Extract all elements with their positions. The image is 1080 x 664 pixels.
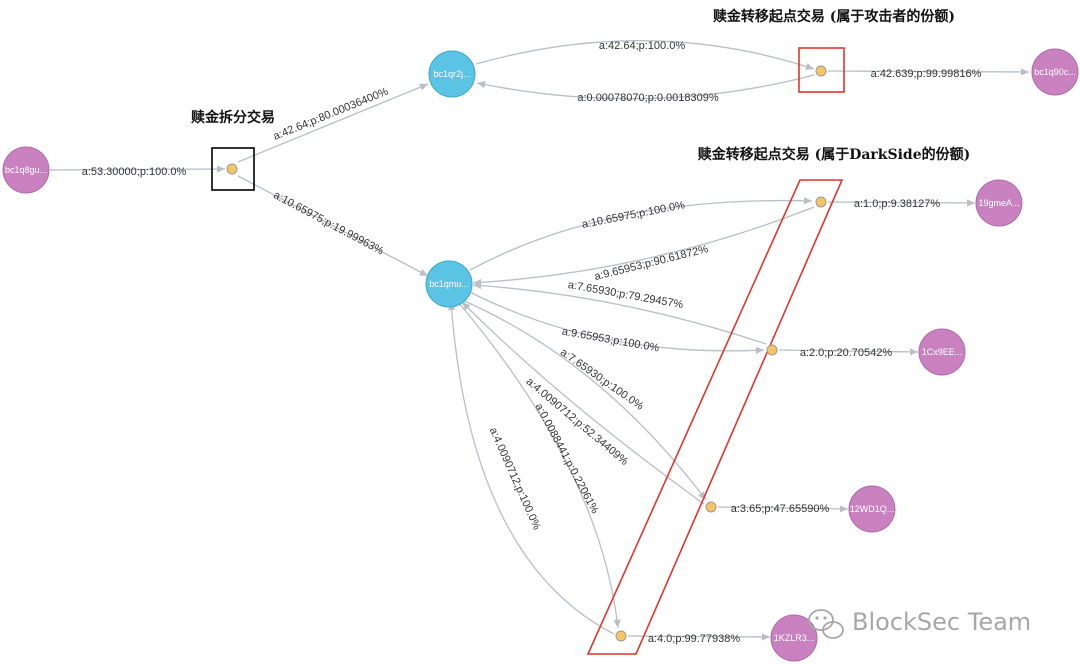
darkside-tx-highlight-band [586, 179, 844, 655]
annotation-attacker-start: 赎金转移起点交易 (属于攻击者的份额) [713, 8, 955, 25]
tx-node-darkside-b[interactable] [766, 344, 778, 356]
edge-split-to-top-cluster [237, 83, 429, 163]
edge-tx-b-to-main [472, 281, 767, 345]
edge-tx-d-to-1kzl [627, 633, 771, 641]
edge-source-to-split [49, 165, 226, 173]
address-node-19gme[interactable]: 19gmeA... [975, 179, 1023, 227]
address-node-12wd[interactable]: 12WD1Q... [848, 485, 896, 533]
tx-node-darkside-d[interactable] [615, 630, 627, 642]
node-label: 19gmeA... [978, 198, 1019, 208]
annotation-darkside-start: 赎金转移起点交易 (属于DarkSide的份额) [698, 146, 971, 163]
edge-label: a:53.30000;p:100.0% [82, 166, 187, 178]
node-label: 1Cx9EE... [922, 347, 963, 357]
split-tx-highlight-box [211, 147, 255, 191]
edge-label: a:4.0;p:99.77938% [648, 633, 741, 645]
address-node-top-dest[interactable]: bc1q90c... [1031, 48, 1079, 96]
edge-labels: a:53.30000;p:100.0% a:42.64;p:80.0003640… [82, 40, 982, 645]
edge-tx-d-to-main [447, 301, 615, 635]
annotation-split-tx: 赎金拆分交易 [191, 109, 275, 126]
nodes: bc1q8gu... bc1q90c... 19gmeA... 1Cx9EE..… [2, 48, 1079, 662]
edge-tx-a-to-main [472, 206, 815, 287]
edge-label: a:10.65975;p:19.99963% [271, 189, 385, 257]
edge-label: a:9.65953;p:100.0% [561, 326, 660, 355]
tx-node-darkside-a[interactable] [815, 196, 827, 208]
tx-node-split[interactable] [226, 163, 238, 175]
node-label: bc1q90c... [1034, 67, 1076, 77]
cluster-node-main[interactable]: bc1qmu... [425, 260, 473, 308]
edge-main-to-tx-c [461, 299, 707, 501]
node-label: bc1q8gu... [5, 165, 47, 175]
edges [49, 40, 1030, 641]
watermark: BlockSec Team [808, 608, 1031, 639]
cluster-node-top[interactable]: bc1qr2j... [428, 50, 476, 98]
node-label: 12WD1Q... [850, 504, 895, 514]
edge-attacker-tx-to-top-cluster [476, 74, 815, 100]
edge-label: a:42.64;p:100.0% [599, 40, 685, 52]
edge-label: a:7.65930;p:100.0% [558, 346, 646, 412]
node-label: bc1qmu... [429, 279, 469, 289]
edge-tx-b-to-1cx9 [778, 348, 919, 356]
attacker-tx-highlight-box [798, 47, 845, 93]
edge-main-to-tx-d [457, 301, 621, 629]
watermark-text: BlockSec Team [852, 608, 1031, 636]
edge-main-to-tx-b [469, 291, 765, 355]
edge-attacker-tx-to-dest [827, 68, 1030, 76]
edge-label: a:0.00078070;p:0.0018309% [577, 92, 719, 104]
address-node-source[interactable]: bc1q8gu... [2, 146, 50, 194]
edge-label: a:1.0;p:9.38127% [854, 198, 940, 210]
wechat-icon [808, 609, 844, 639]
edge-main-to-tx-a [469, 197, 813, 271]
edge-label: a:3.65;p:47.65590% [731, 503, 830, 515]
address-node-1cx9[interactable]: 1Cx9EE... [918, 328, 966, 376]
edge-tx-a-to-19gme [827, 199, 976, 207]
edge-top-cluster-to-attacker-tx [475, 40, 815, 70]
edge-label: a:2.0;p:20.70542% [800, 347, 893, 359]
edge-label: a:42.64;p:80.00036400% [272, 86, 391, 143]
edge-split-to-main-cluster [237, 175, 429, 277]
tx-node-attacker[interactable] [815, 65, 827, 77]
edge-label: a:10.65975;p:100.0% [581, 199, 686, 231]
edge-label: a:9.65953;p:90.61872% [593, 243, 709, 283]
edge-label: a:42.639;p:99.99816% [871, 68, 982, 80]
address-node-1kzl[interactable]: 1KZLR3... [770, 614, 818, 662]
edge-tx-c-to-12wd [717, 505, 849, 513]
node-label: bc1qr2j... [433, 69, 470, 79]
node-label: 1KZLR3... [774, 633, 815, 643]
edge-label: a:4.0090712;p:100.0% [487, 426, 543, 532]
tx-node-darkside-c[interactable] [705, 501, 717, 513]
